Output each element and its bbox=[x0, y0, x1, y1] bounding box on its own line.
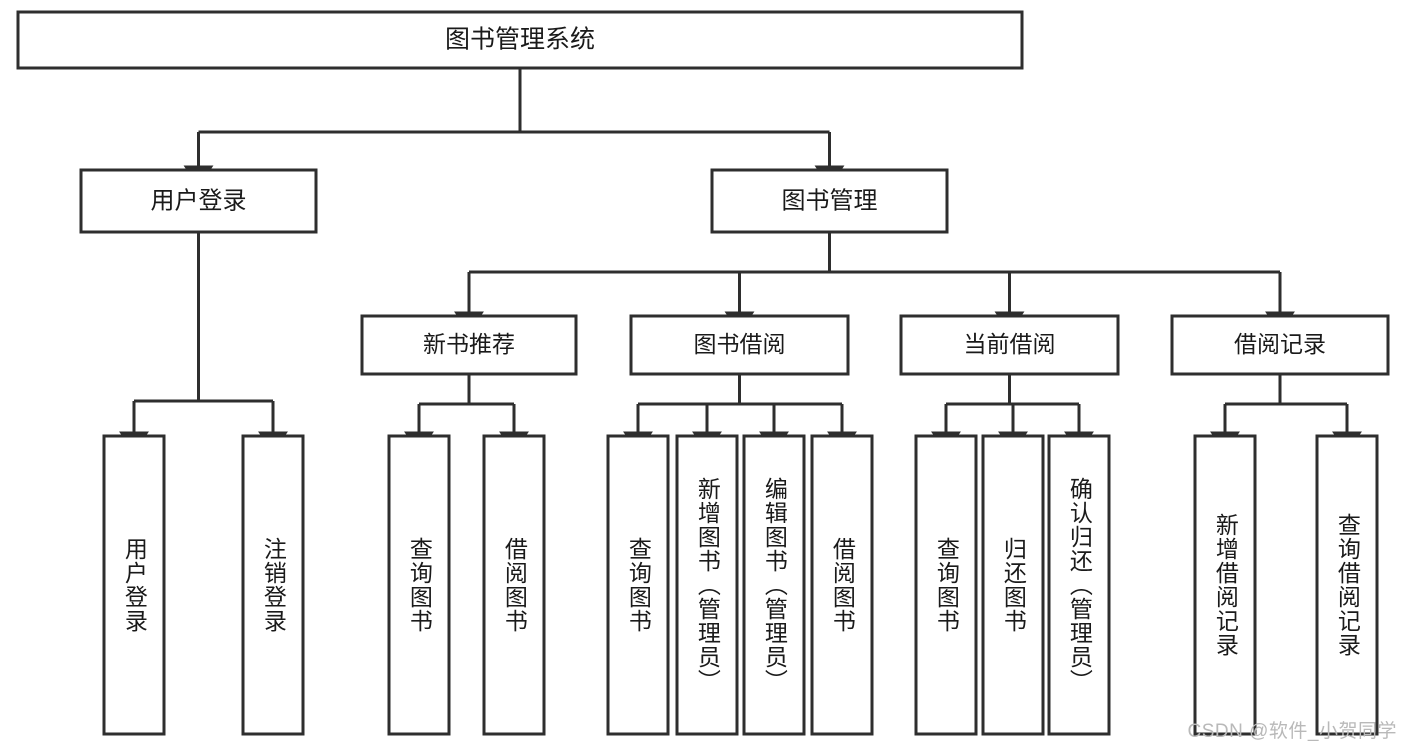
node-leaf-label-11: 新增借阅记录 bbox=[1212, 513, 1238, 657]
node-leaf-label-3: 借阅图书 bbox=[501, 537, 527, 633]
node-leaf-label-12: 查询借阅记录 bbox=[1334, 513, 1360, 657]
node-leaf-6[interactable] bbox=[742, 434, 806, 736]
node-leaf-2[interactable] bbox=[387, 434, 451, 736]
node-leaf-0[interactable] bbox=[102, 434, 166, 736]
node-boxes: 图书管理系统用户登录图书管理新书推荐图书借阅当前借阅借阅记录用户登录注销登录查询… bbox=[16, 10, 1390, 736]
node-leaf-9[interactable] bbox=[981, 434, 1045, 736]
node-leaf-10[interactable] bbox=[1047, 434, 1111, 736]
node-leaf-label-4: 查询图书 bbox=[625, 537, 651, 633]
node-leaf-5[interactable] bbox=[675, 434, 739, 736]
node-leaf-label-1: 注销登录 bbox=[260, 537, 286, 633]
node-root[interactable] bbox=[16, 10, 1024, 70]
node-level3-0[interactable] bbox=[360, 314, 578, 376]
node-leaf-label-7: 借阅图书 bbox=[829, 537, 855, 633]
node-level2-1[interactable] bbox=[710, 168, 949, 234]
node-leaf-label-9: 归还图书 bbox=[1000, 537, 1026, 633]
node-leaf-7[interactable] bbox=[810, 434, 874, 736]
node-leaf-8[interactable] bbox=[914, 434, 978, 736]
node-level3-2[interactable] bbox=[899, 314, 1120, 376]
node-leaf-3[interactable] bbox=[482, 434, 546, 736]
node-leaf-label-2: 查询图书 bbox=[406, 537, 432, 633]
node-leaf-label-0: 用户登录 bbox=[121, 537, 147, 633]
node-leaf-1[interactable] bbox=[241, 434, 305, 736]
node-level3-label-1: 图书借阅 bbox=[694, 331, 786, 357]
node-level2-0[interactable] bbox=[79, 168, 318, 234]
connector-edges bbox=[119, 68, 1362, 454]
node-level3-label-3: 借阅记录 bbox=[1234, 331, 1326, 357]
node-leaf-label-5: 新增图书（管理员） bbox=[694, 477, 720, 693]
node-level3-3[interactable] bbox=[1170, 314, 1390, 376]
node-level3-1[interactable] bbox=[629, 314, 850, 376]
node-leaf-label-10: 确认归还（管理员） bbox=[1066, 477, 1092, 693]
node-level2-label-0: 用户登录 bbox=[151, 187, 247, 214]
node-root-label: 图书管理系统 bbox=[445, 26, 595, 54]
node-level3-label-2: 当前借阅 bbox=[964, 331, 1056, 357]
node-level2-label-1: 图书管理 bbox=[782, 187, 878, 214]
node-leaf-12[interactable] bbox=[1315, 434, 1379, 736]
node-leaf-4[interactable] bbox=[606, 434, 670, 736]
node-leaf-label-8: 查询图书 bbox=[933, 537, 959, 633]
node-level3-label-0: 新书推荐 bbox=[423, 331, 515, 357]
node-leaf-11[interactable] bbox=[1193, 434, 1257, 736]
node-leaf-label-6: 编辑图书（管理员） bbox=[761, 477, 787, 693]
